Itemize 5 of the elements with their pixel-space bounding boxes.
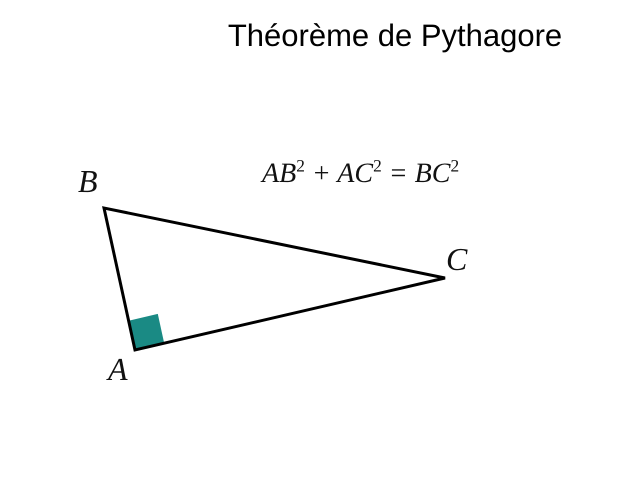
title: Théorème de Pythagore xyxy=(226,18,564,54)
equation-label: AB$^{2}$ + AC$^{2}$ = BC$^{2}$ xyxy=(262,160,460,188)
vertex-label: A xyxy=(108,353,128,385)
vertex-label: B xyxy=(78,165,98,197)
vertex-label: C xyxy=(446,243,468,275)
